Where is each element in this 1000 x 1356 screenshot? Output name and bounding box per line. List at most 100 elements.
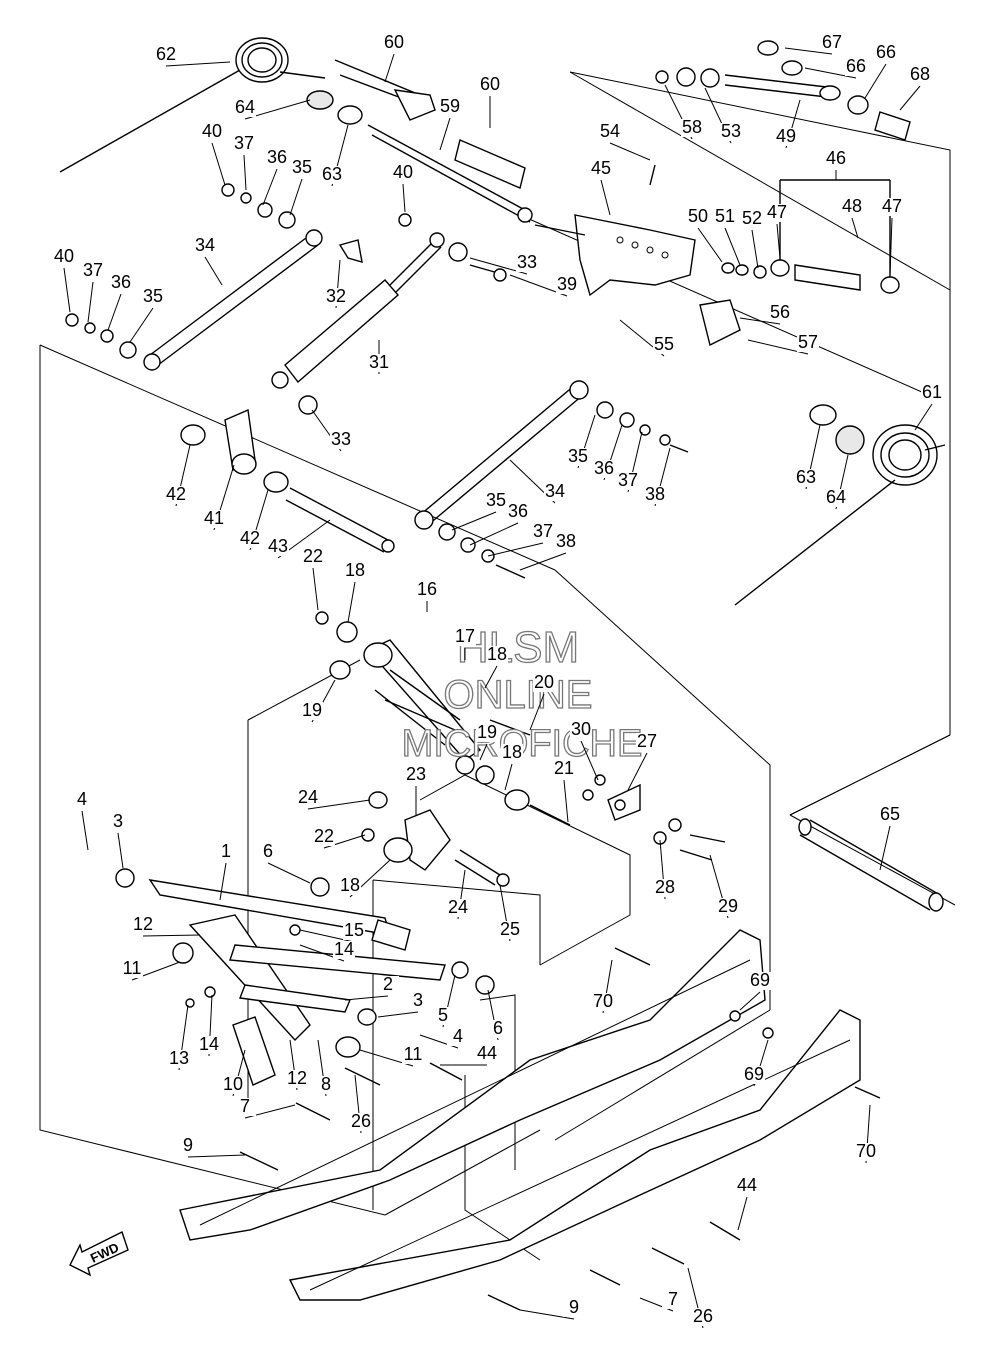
callout-bg-c32 (325, 288, 347, 306)
callout-bg-c21 (553, 760, 575, 778)
callout-bg-c67 (821, 34, 843, 52)
part-number-11: 11 (404, 1044, 423, 1064)
leader-c47a (776, 223, 781, 259)
leader-c37d (487, 542, 544, 557)
part-number-63: 63 (796, 467, 816, 487)
callout-bg-c5 (432, 1007, 454, 1025)
callout-bg-c60b (479, 76, 501, 94)
leader-c61 (914, 403, 933, 431)
part-number-18: 18 (340, 875, 360, 895)
leader-c12a (142, 934, 201, 937)
part-number-16: 16 (417, 579, 437, 599)
callout-bg-c64b (825, 489, 847, 507)
part-number-18: 18 (345, 560, 365, 580)
leader-c3a (117, 832, 124, 869)
leader-c35a (289, 178, 303, 216)
part-number-69: 69 (750, 970, 770, 990)
part-number-36: 36 (508, 501, 528, 521)
part-number-26: 26 (693, 1306, 713, 1326)
part-number-35: 35 (143, 286, 163, 306)
leader-c67 (784, 47, 833, 55)
callout-bg-c40c (53, 248, 75, 266)
callout-bg-c37a (233, 135, 255, 153)
part-number-66: 66 (876, 42, 896, 62)
leader-c45 (600, 179, 611, 216)
leader-c4a (81, 810, 89, 851)
part-number-4: 4 (453, 1026, 463, 1046)
leader-c59 (439, 117, 451, 151)
callout-bg-c52 (741, 210, 763, 228)
rear-shaft (798, 818, 944, 912)
callout-bg-c29 (717, 898, 739, 916)
part-number-46: 46 (826, 148, 846, 168)
front-arm-assembly (115, 868, 495, 1086)
part-number-37: 37 (618, 470, 638, 490)
part-number-9: 9 (183, 1135, 193, 1155)
upper-right-parts (655, 40, 911, 141)
center-bracket (534, 164, 696, 297)
part-number-30: 30 (571, 719, 591, 739)
part-number-68: 68 (910, 64, 930, 84)
part-number-33: 33 (517, 252, 537, 272)
part-number-55: 55 (654, 334, 674, 354)
callout-bg-c18d (339, 877, 361, 895)
part-number-15: 15 (344, 920, 364, 940)
part-number-42: 42 (166, 484, 186, 504)
callout-bg-c34a (194, 237, 216, 255)
callout-bg-c50 (687, 208, 709, 226)
callout-bg-c33b (330, 431, 352, 449)
leader-c24a (307, 799, 371, 810)
callout-bg-c53 (720, 123, 742, 141)
leader-c40b (402, 183, 406, 213)
callout-bg-c17 (454, 628, 476, 646)
part-number-4: 4 (77, 789, 87, 809)
part-number-38: 38 (556, 531, 576, 551)
callout-bg-c37c (617, 472, 639, 490)
callout-bg-c43 (267, 538, 289, 556)
part-number-13: 13 (169, 1048, 189, 1068)
leader-c37b (87, 281, 94, 323)
part-number-56: 56 (770, 302, 790, 322)
bushings-33 (298, 242, 507, 415)
part-number-47: 47 (882, 196, 902, 216)
callout-bg-c45 (590, 160, 612, 178)
part-number-9: 9 (569, 1297, 579, 1317)
part-number-29: 29 (718, 896, 738, 916)
callout-bg-c44b (736, 1177, 758, 1195)
part-number-17: 17 (455, 626, 475, 646)
callout-bg-c38b (555, 533, 577, 551)
leader-c37a (243, 154, 247, 191)
part-number-49: 49 (776, 126, 796, 146)
leader-c1 (219, 862, 227, 901)
part-number-23: 23 (406, 764, 426, 784)
callout-bg-c30 (570, 721, 592, 739)
callout-bg-c19b (476, 724, 498, 742)
leader-c60a (384, 53, 395, 83)
part-number-39: 39 (557, 274, 577, 294)
callout-bg-c18b (486, 646, 508, 664)
part-number-54: 54 (600, 121, 620, 141)
callout-bg-c47b (881, 198, 903, 216)
leader-c36b (107, 293, 122, 331)
callout-bg-c58 (681, 119, 703, 137)
callout-bg-c14a (333, 941, 355, 959)
part-number-36: 36 (111, 272, 131, 292)
callout-bg-c22a (302, 548, 324, 566)
callout-bg-c40b (392, 164, 414, 182)
callout-bg-c12a (132, 916, 154, 934)
callout-bg-c38a (644, 486, 666, 504)
leader-c54 (609, 142, 651, 161)
leader-c65 (879, 825, 891, 871)
part-number-12: 12 (287, 1068, 307, 1088)
forward-direction-arrow: FWD (69, 1231, 129, 1277)
leader-c19b (479, 743, 488, 761)
callout-bg-c4a (71, 791, 93, 809)
part-number-64: 64 (826, 487, 846, 507)
part-number-58: 58 (682, 117, 702, 137)
callout-bg-c63b (795, 469, 817, 487)
callout-bg-c8 (315, 1076, 337, 1094)
mid-link-plates (361, 774, 726, 887)
part-number-70: 70 (856, 1141, 876, 1161)
